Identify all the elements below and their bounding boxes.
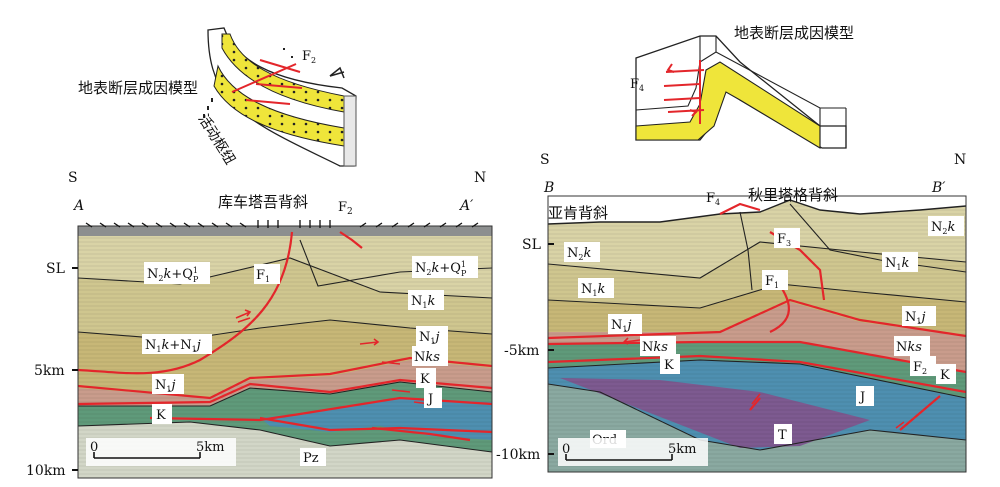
left-end-a: A [72,198,84,214]
right-unit-j: J [858,390,865,405]
right-anticline-left: 亚肯背斜 [548,204,608,222]
left-depth-sl: SL [46,261,65,277]
left-dir-n: N [474,170,486,186]
left-anticline-name: 库车塔吾背斜 [218,193,308,211]
right-depth-sl: SL [522,237,541,253]
left-unit-pz: Pz [303,451,319,466]
left-depth-10km: 10km [26,463,66,479]
right-end-b: B [543,180,554,196]
right-surface [548,199,966,225]
left-end-a-prime: A′ [458,198,474,214]
right-unit-n1j-left: N1j [611,318,632,334]
left-fault-f1-label: F1 [256,268,270,284]
right-depth-axis: SL -5km -10km [496,237,554,463]
right-unit-k-left: K [664,358,674,373]
right-unit-n1k-right: N1k [885,256,909,272]
right-scale-0: 0 [562,442,570,457]
right-depth-10km: -10km [496,447,540,463]
right-unit-t: T [778,428,787,443]
right-fault-f2-label: F2 [913,360,927,376]
right-section-frame [547,195,967,473]
right-unit-n1k-left: N1k [581,282,605,298]
right-unit-nks-right: Nks [896,340,922,355]
left-unit-n1j-right: N1j [419,330,440,346]
left-unit-k-left: K [156,408,166,423]
right-fault-f1-label: F1 [765,274,779,290]
left-inset-fault-label: F2 [302,49,316,65]
left-unit-n1k: N1k [411,294,435,310]
left-unit-n1j-left: N1j [155,378,176,394]
right-dir-n: N [954,152,966,168]
left-unit-j: J [426,392,433,407]
right-inset-model: 地表断层成因模型 F4 [630,24,854,149]
left-depth-5km: 5km [34,363,65,379]
right-faults [548,202,966,431]
right-dir-s: S [540,152,550,168]
left-inset-title: 地表断层成因模型 [78,79,198,97]
left-fault-f2-label: F2 [338,200,353,217]
left-dip-ticks [85,220,479,228]
right-inset-fault-label: F4 [630,77,644,93]
right-unit-nks-left: Nks [642,340,668,355]
right-fault-f4-label: F4 [706,191,720,207]
right-scale-bar: 0 5km [558,438,708,466]
right-unit-n1j-right: N1j [905,310,926,326]
right-unit-n2k-left: N2k [567,246,591,262]
left-scale-bar: 0 5km [86,438,236,466]
right-end-b-prime: B′ [931,180,946,196]
left-surface-band [78,226,492,236]
left-depth-axis: SL 5km 10km [26,261,78,479]
right-inset-title: 地表断层成因模型 [734,24,854,42]
left-unit-k-right: K [420,372,430,387]
right-depth-5km: -5km [504,343,539,359]
right-unit-k-right: K [940,368,950,383]
right-scale-5km: 5km [668,442,696,457]
left-unit-nks: Nks [414,350,440,365]
right-unit-n2k-right: N2k [931,220,955,236]
left-scale-5km: 5km [196,440,224,455]
left-scale-0: 0 [90,440,98,455]
left-unit-n1k-n1j: N1k+N1j [145,338,201,354]
left-inset-hinge: 活动枢纽 [195,112,238,168]
left-section-frame [77,225,493,479]
right-fault-f3-label: F3 [777,232,791,248]
right-anticline-main: 秋里塔格背斜 [748,186,838,204]
left-inset-model: 地表断层成因模型 活动枢纽 F2 [78,27,357,168]
right-section [548,196,966,472]
left-dir-s: S [68,170,78,186]
